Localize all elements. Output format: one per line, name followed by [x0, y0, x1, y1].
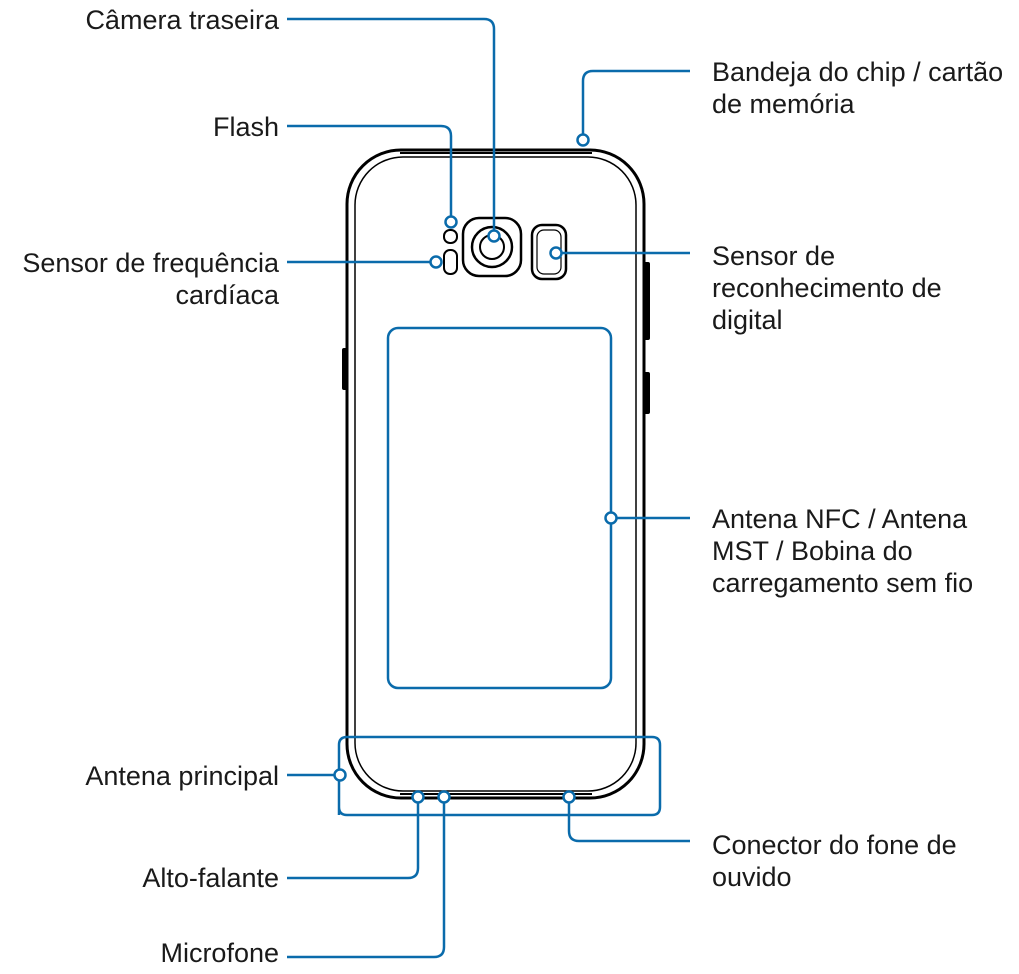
dot-headset-jack	[562, 790, 576, 804]
label-heart-rate-sensor: Sensor de frequência cardíaca	[22, 248, 279, 310]
line-flash	[287, 124, 453, 220]
dot-main-antenna	[333, 768, 347, 782]
label-fingerprint-sensor: Sensor de reconhecimento de digital	[712, 241, 942, 335]
phone-body	[345, 148, 646, 800]
heart-rate-sensor-window	[443, 249, 458, 275]
camera-module	[461, 216, 523, 278]
line-rear-camera	[287, 17, 496, 236]
label-speaker: Alto-falante	[142, 863, 279, 893]
dot-heart-rate	[429, 255, 443, 269]
nfc-coil-area	[386, 326, 613, 690]
line-microphone	[287, 798, 446, 959]
label-main-antenna: Antena principal	[85, 761, 279, 791]
label-microphone: Microfone	[160, 938, 279, 968]
callout-dots	[333, 133, 618, 804]
dot-speaker	[411, 790, 425, 804]
callout-lines	[287, 17, 690, 959]
dot-flash	[444, 215, 458, 229]
dot-rear-camera	[487, 229, 501, 243]
line-speaker	[287, 798, 420, 880]
label-rear-camera: Câmera traseira	[85, 5, 279, 35]
dot-nfc	[604, 511, 618, 525]
main-antenna-bracket	[337, 735, 662, 817]
dot-fingerprint	[549, 246, 563, 260]
label-flash: Flash	[212, 112, 279, 142]
label-headset-jack: Conector do fone de ouvido	[712, 830, 957, 892]
flash-led	[443, 229, 458, 244]
line-headset-jack	[567, 798, 690, 843]
dot-microphone	[437, 790, 451, 804]
dot-sim-tray	[576, 133, 590, 147]
line-sim-tray	[581, 69, 690, 140]
label-sim-tray: Bandeja do chip / cartão de memória	[712, 57, 1004, 119]
label-nfc-antenna: Antena NFC / Antena MST / Bobina do carr…	[712, 504, 974, 598]
